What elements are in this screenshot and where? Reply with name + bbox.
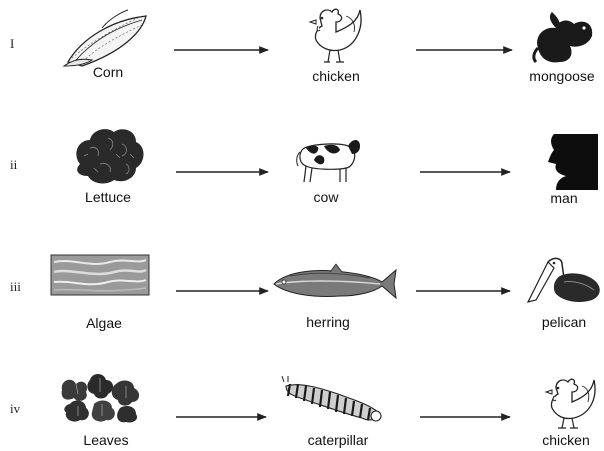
arrow-r2a bbox=[172, 166, 272, 178]
caption-cow: cow bbox=[266, 189, 386, 205]
caption-caterpillar: caterpillar bbox=[278, 432, 398, 448]
pelican-icon bbox=[524, 254, 602, 306]
arrow-r1b bbox=[412, 44, 516, 56]
row-numeral-iii: iii bbox=[10, 279, 21, 295]
arrow-r1a bbox=[170, 44, 272, 56]
herring-icon bbox=[270, 262, 398, 306]
caption-lettuce: Lettuce bbox=[48, 189, 168, 205]
leaves-icon bbox=[56, 370, 150, 426]
arrow-r4b bbox=[416, 411, 514, 423]
caption-algae: Algae bbox=[44, 315, 164, 331]
row-numeral-iv: iv bbox=[10, 401, 20, 417]
caption-chicken-1: chicken bbox=[276, 68, 396, 84]
caption-pelican: pelican bbox=[504, 314, 604, 330]
caterpillar-icon bbox=[280, 374, 384, 424]
arrow-r3a bbox=[172, 285, 272, 297]
caption-leaves: Leaves bbox=[46, 432, 166, 448]
caption-mongoose: mongoose bbox=[502, 68, 604, 84]
caption-man: man bbox=[504, 190, 604, 206]
corn-icon bbox=[62, 8, 152, 68]
arrow-r3b bbox=[412, 285, 514, 297]
arrow-r2b bbox=[416, 166, 514, 178]
row-numeral-i: I bbox=[10, 36, 14, 52]
man-silhouette-icon bbox=[540, 134, 598, 190]
chicken-icon bbox=[300, 4, 364, 66]
algae-icon bbox=[50, 254, 150, 296]
row-numeral-ii: ii bbox=[10, 157, 17, 173]
caption-corn: Corn bbox=[48, 64, 168, 80]
lettuce-icon bbox=[70, 124, 148, 186]
chicken-icon bbox=[536, 374, 598, 432]
mongoose-icon bbox=[530, 8, 600, 68]
arrow-r4a bbox=[172, 411, 270, 423]
caption-chicken-2: chicken bbox=[506, 432, 604, 448]
cow-icon bbox=[292, 132, 362, 186]
caption-herring: herring bbox=[268, 314, 388, 330]
